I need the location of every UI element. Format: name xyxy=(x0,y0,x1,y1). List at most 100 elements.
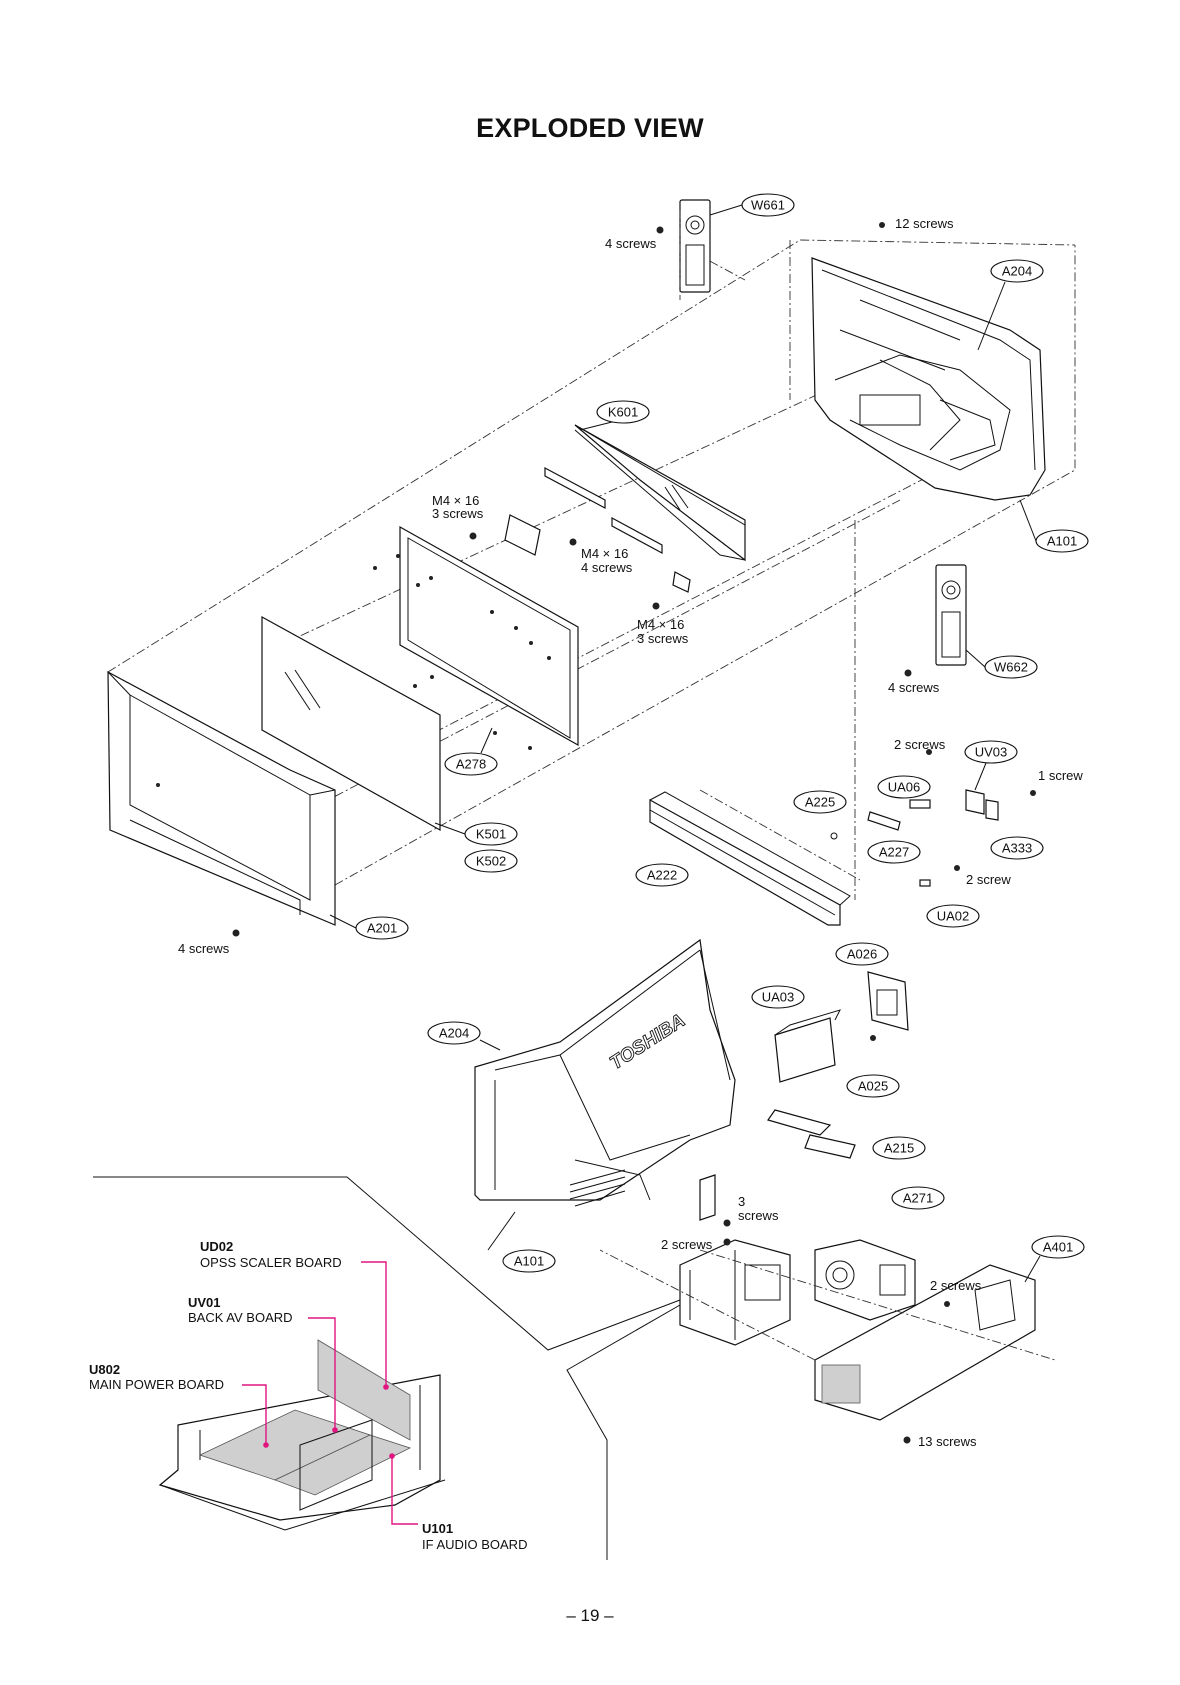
svg-text:4 screws: 4 screws xyxy=(605,236,657,251)
callout-k501: K501 xyxy=(464,822,518,846)
callout-w662: W662 xyxy=(984,655,1038,679)
svg-text:UA02: UA02 xyxy=(937,908,970,923)
callout-a333: A333 xyxy=(990,836,1044,860)
svg-text:13 screws: 13 screws xyxy=(918,1434,977,1449)
svg-text:3 screws: 3 screws xyxy=(637,631,689,646)
svg-text:4 screws: 4 screws xyxy=(581,560,633,575)
callout-a201: A201 xyxy=(355,916,409,940)
svg-text:M4 × 16: M4 × 16 xyxy=(432,493,479,508)
svg-text:A025: A025 xyxy=(858,1078,888,1093)
callout-k601: K601 xyxy=(596,400,650,424)
small-parts-right xyxy=(830,789,999,887)
callout-a401: A401 xyxy=(1031,1235,1085,1259)
svg-text:K501: K501 xyxy=(476,826,506,841)
board-code-uv01: UV01 xyxy=(188,1295,221,1310)
board-name-u101: IF AUDIO BOARD xyxy=(422,1537,527,1552)
callout-a271: A271 xyxy=(891,1186,945,1210)
svg-text:2 screws: 2 screws xyxy=(930,1278,982,1293)
light-engine-parts xyxy=(767,971,909,1159)
page-number: – 19 – xyxy=(566,1606,614,1625)
page-title: EXPLODED VIEW xyxy=(476,113,704,143)
callout-a225: A225 xyxy=(793,790,847,814)
svg-text:2 screws: 2 screws xyxy=(661,1237,713,1252)
svg-text:UA06: UA06 xyxy=(888,779,921,794)
board-leader-lines xyxy=(242,1261,418,1525)
screw-notes: 4 screws 12 screws M4 × 16 3 screws M4 ×… xyxy=(178,216,1083,1449)
callout-a204-bottom: A204 xyxy=(427,1021,481,1045)
panel-k601 xyxy=(574,424,746,562)
board-code-u101: U101 xyxy=(422,1521,453,1536)
svg-text:A026: A026 xyxy=(847,946,877,961)
callout-uv03: UV03 xyxy=(964,740,1018,764)
svg-text:A271: A271 xyxy=(903,1190,933,1205)
callout-ua06: UA06 xyxy=(877,775,931,799)
svg-text:A204: A204 xyxy=(439,1025,469,1040)
svg-text:A222: A222 xyxy=(647,867,677,882)
callout-a222: A222 xyxy=(635,863,689,887)
board-chassis xyxy=(679,1174,791,1346)
svg-text:A401: A401 xyxy=(1043,1239,1073,1254)
svg-text:A225: A225 xyxy=(805,794,835,809)
svg-text:K601: K601 xyxy=(608,404,638,419)
svg-text:A101: A101 xyxy=(514,1253,544,1268)
rear-cabinet-a204-bottom: TOSHIBA xyxy=(474,938,736,1207)
callout-k502: K502 xyxy=(464,849,518,873)
svg-text:2 screws: 2 screws xyxy=(894,737,946,752)
svg-text:A333: A333 xyxy=(1002,840,1032,855)
callout-leaders xyxy=(329,204,1041,1283)
back-cover-a401 xyxy=(599,1249,1056,1421)
front-bar-a222 xyxy=(649,789,861,926)
callout-a101-top: A101 xyxy=(1035,529,1089,553)
svg-text:M4 × 16: M4 × 16 xyxy=(581,546,628,561)
board-name-uv01: BACK AV BOARD xyxy=(188,1310,293,1325)
svg-text:2 screw: 2 screw xyxy=(966,872,1011,887)
svg-text:W662: W662 xyxy=(994,659,1028,674)
svg-text:A204: A204 xyxy=(1002,263,1032,278)
board-layout-inset xyxy=(158,1339,446,1531)
speaker-w661 xyxy=(679,199,711,300)
callout-w661: W661 xyxy=(741,193,795,217)
svg-text:3 screws: 3 screws xyxy=(432,506,484,521)
board-labels: UD02 OPSS SCALER BOARD UV01 BACK AV BOAR… xyxy=(89,1239,527,1552)
callout-a026: A026 xyxy=(835,942,889,966)
callout-a101-bottom: A101 xyxy=(502,1249,556,1273)
svg-text:4 screws: 4 screws xyxy=(888,680,940,695)
front-cabinet-a201 xyxy=(107,670,336,926)
optical-unit-a271 xyxy=(814,1239,916,1321)
svg-text:12 screws: 12 screws xyxy=(895,216,954,231)
board-name-ud02: OPSS SCALER BOARD xyxy=(200,1255,342,1270)
screen-glass-k501 xyxy=(261,615,441,832)
svg-text:1 screw: 1 screw xyxy=(1038,768,1083,783)
svg-text:screws: screws xyxy=(738,1208,779,1223)
callout-a278: A278 xyxy=(444,752,498,776)
rear-cabinet-a204-top xyxy=(811,257,1046,501)
callout-a215: A215 xyxy=(872,1136,926,1160)
screen-frame-a278 xyxy=(399,525,579,747)
board-name-u802: MAIN POWER BOARD xyxy=(89,1377,224,1392)
svg-text:W661: W661 xyxy=(751,197,785,212)
board-code-ud02: UD02 xyxy=(200,1239,233,1254)
board-code-u802: U802 xyxy=(89,1362,120,1377)
svg-text:A201: A201 xyxy=(367,920,397,935)
svg-text:A227: A227 xyxy=(879,844,909,859)
rear-vents xyxy=(569,1169,626,1207)
board-uv01-shape xyxy=(299,1419,373,1511)
callout-a204-top: A204 xyxy=(990,259,1044,283)
svg-text:A278: A278 xyxy=(456,756,486,771)
inset-pointer-lines xyxy=(93,1176,681,1560)
svg-text:K502: K502 xyxy=(476,853,506,868)
board-u101-shape xyxy=(273,1434,412,1496)
board-ud02-shape xyxy=(317,1339,411,1441)
svg-text:4 screws: 4 screws xyxy=(178,941,230,956)
svg-text:UV03: UV03 xyxy=(975,744,1008,759)
callout-a227: A227 xyxy=(867,840,921,864)
speaker-w662 xyxy=(935,564,967,666)
svg-text:A215: A215 xyxy=(884,1140,914,1155)
svg-text:UA03: UA03 xyxy=(762,989,795,1004)
svg-text:M4 × 16: M4 × 16 xyxy=(637,617,684,632)
screw-icons xyxy=(156,222,1036,1444)
mounting-brackets xyxy=(504,467,691,593)
svg-text:A101: A101 xyxy=(1047,533,1077,548)
callout-ua02: UA02 xyxy=(926,904,980,928)
